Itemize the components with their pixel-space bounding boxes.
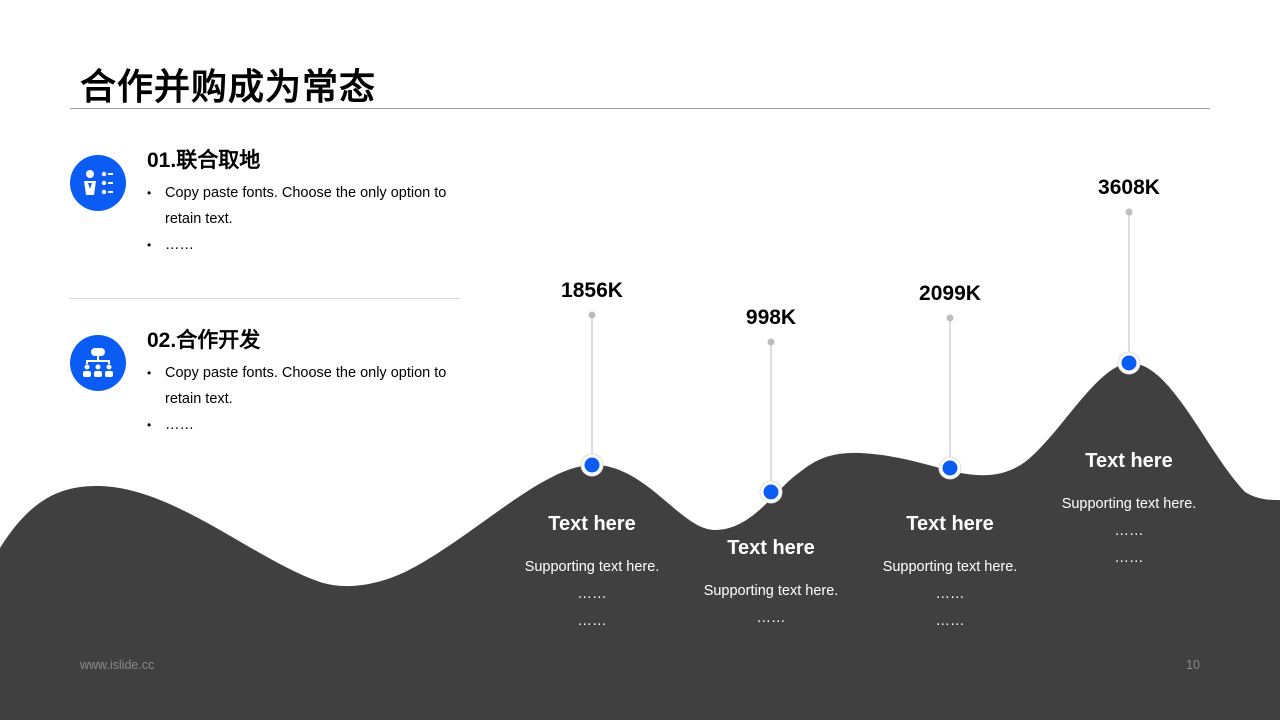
- bullet-list: Copy paste fonts. Choose the only option…: [147, 180, 455, 258]
- section-heading: 02.合作开发: [147, 329, 261, 352]
- person-checklist-icon: [70, 155, 126, 211]
- support-line: ……: [935, 613, 965, 629]
- team-network-icon: [70, 335, 126, 391]
- peak-title: Text here: [727, 537, 815, 559]
- mountain-silhouette: [0, 362, 1280, 720]
- peak-value: 2099K: [919, 282, 981, 305]
- peak-support: Supporting text here. ……: [671, 578, 871, 632]
- peak-support: Supporting text here. …… ……: [492, 554, 692, 635]
- bullet-item: Copy paste fonts. Choose the only option…: [147, 360, 455, 412]
- peak-marker-dot: [942, 460, 958, 476]
- peak-marker-dot: [584, 457, 600, 473]
- connector-top-dot: [588, 311, 596, 319]
- peak-title: Text here: [906, 513, 994, 535]
- peak-marker-dot: [1121, 355, 1137, 371]
- peak-title: Text here: [548, 513, 636, 535]
- support-line: ……: [577, 586, 607, 602]
- footer-url: www.islide.cc: [80, 658, 155, 672]
- bullet-item: ……: [147, 232, 455, 258]
- bullet-item: Copy paste fonts. Choose the only option…: [147, 180, 455, 232]
- section-divider: [70, 298, 460, 299]
- page-number: 10: [1186, 658, 1200, 672]
- support-line: ……: [935, 586, 965, 602]
- peak-support: Supporting text here. …… ……: [1029, 491, 1229, 572]
- support-line: ……: [1114, 550, 1144, 566]
- peak-marker-dot: [763, 484, 779, 500]
- peak-support: Supporting text here. …… ……: [850, 554, 1050, 635]
- support-line: Supporting text here.: [882, 559, 1018, 575]
- peak-title: Text here: [1085, 450, 1173, 472]
- title-underline: [70, 108, 1210, 109]
- support-line: ……: [1114, 523, 1144, 539]
- support-line: Supporting text here.: [703, 583, 839, 599]
- support-line: ……: [756, 610, 786, 626]
- peak-value: 998K: [745, 306, 797, 329]
- connector-top-dot: [767, 338, 775, 346]
- bullet-item: ……: [147, 412, 455, 438]
- support-line: ……: [577, 613, 607, 629]
- support-line: Supporting text here.: [1061, 496, 1197, 512]
- peak-value: 1856K: [561, 279, 623, 302]
- support-line: Supporting text here.: [524, 559, 660, 575]
- page-title: 合作并购成为常态: [80, 66, 377, 107]
- bullet-list: Copy paste fonts. Choose the only option…: [147, 360, 455, 438]
- connector-top-dot: [946, 314, 954, 322]
- section-heading: 01.联合取地: [147, 149, 261, 172]
- connector-top-dot: [1125, 208, 1133, 216]
- peak-value: 3608K: [1098, 176, 1160, 199]
